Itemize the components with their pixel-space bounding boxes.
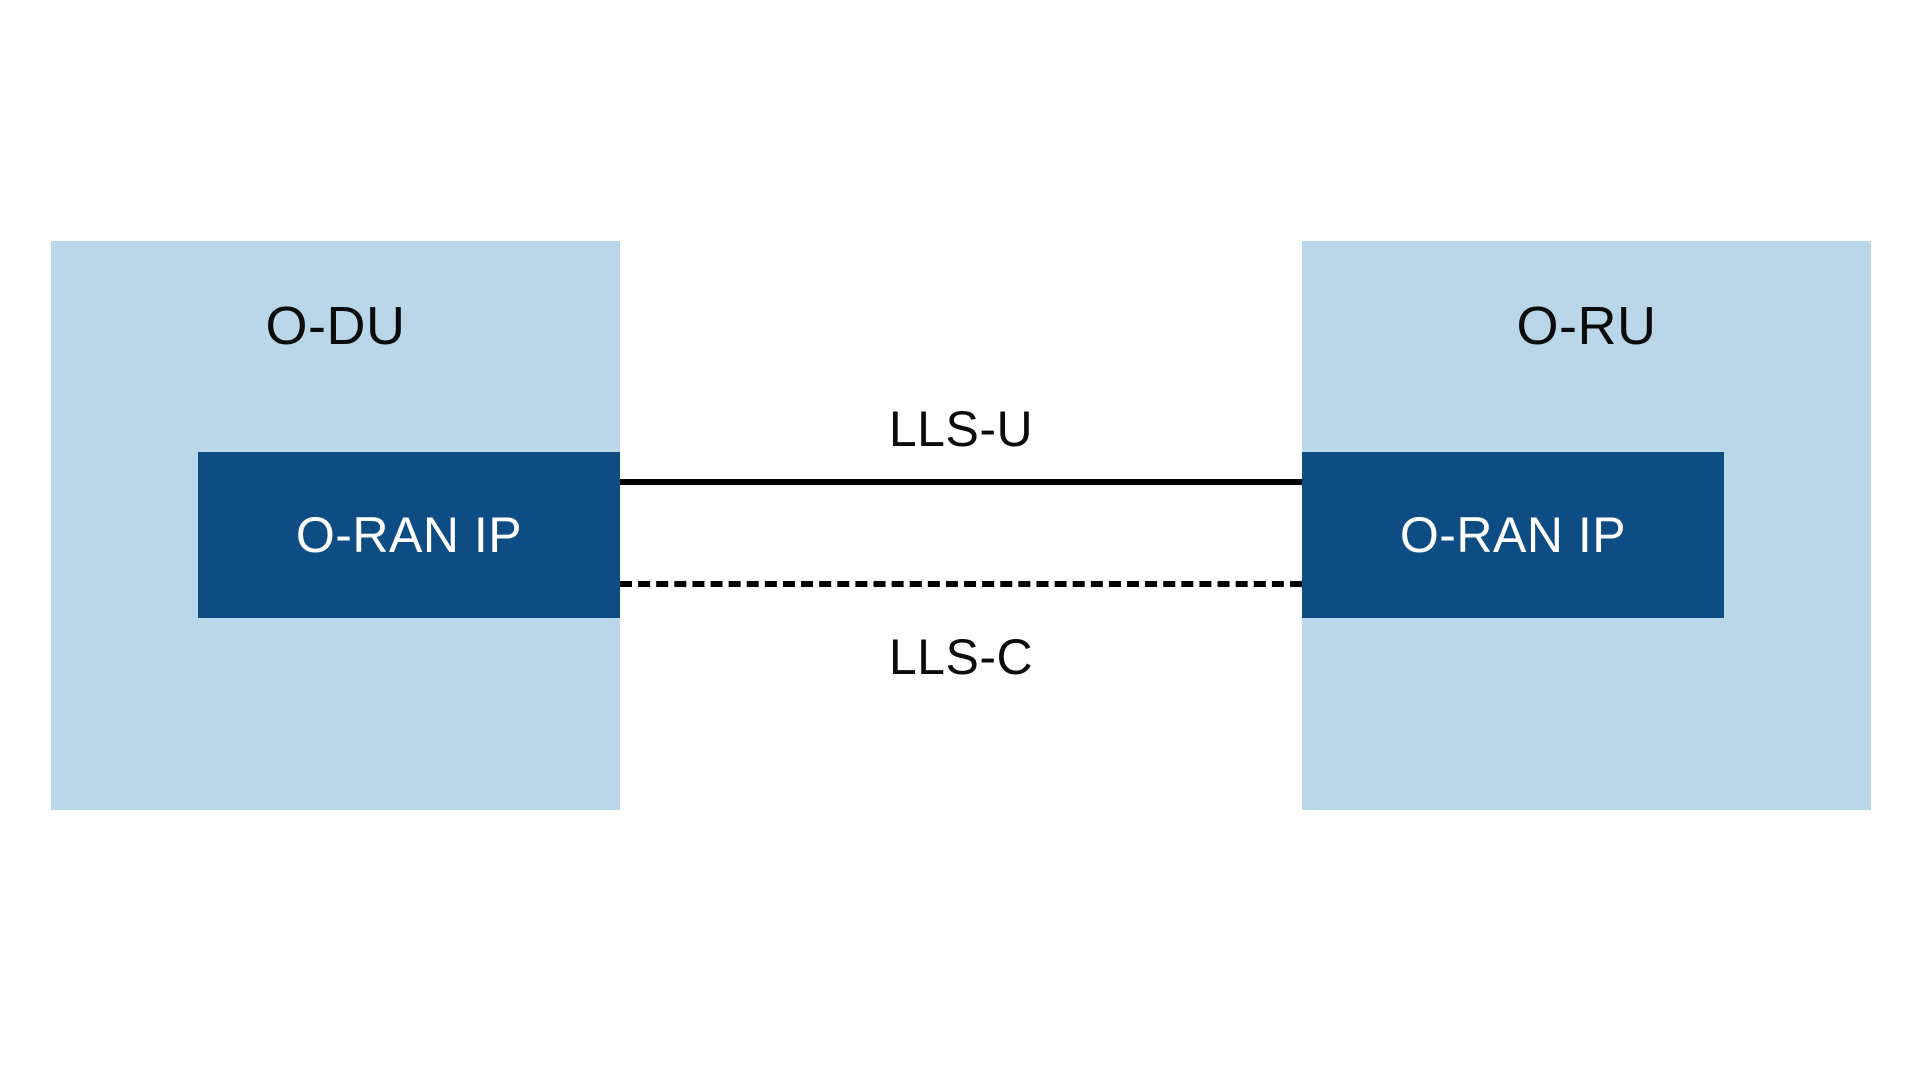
- o-ran-ip-label-o-ru: O-RAN IP: [1399, 507, 1627, 563]
- link-label-lls-c: LLS-C: [888, 629, 1034, 685]
- node-label-o-du: O-DU: [265, 296, 406, 356]
- o-ran-ip-block-o-ru: O-RAN IP: [1302, 452, 1724, 618]
- link-line-lls-u: [620, 479, 1302, 485]
- link-line-lls-c: [620, 581, 1302, 587]
- o-ran-ip-label-o-du: O-RAN IP: [295, 507, 523, 563]
- link-label-lls-u: LLS-U: [888, 401, 1034, 457]
- o-ran-ip-block-o-du: O-RAN IP: [198, 452, 620, 618]
- node-label-o-ru: O-RU: [1516, 296, 1657, 356]
